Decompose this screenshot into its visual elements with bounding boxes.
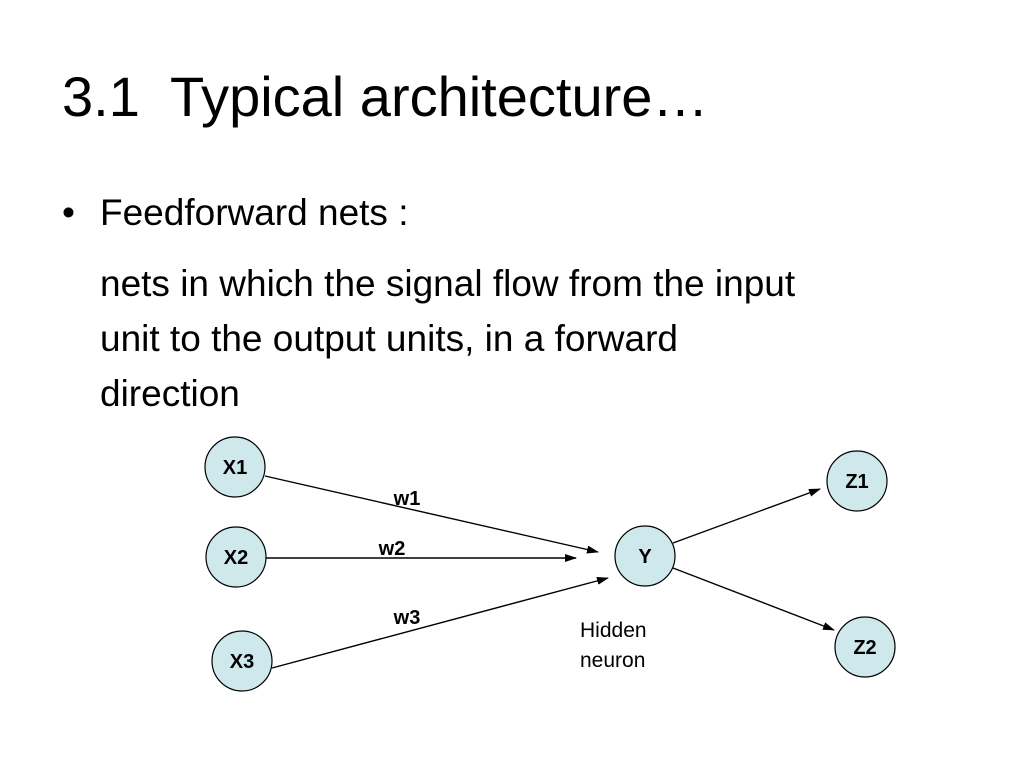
edge-y-z1	[672, 488, 821, 544]
node-z1-label: Z1	[845, 471, 868, 493]
weight-w2-label: w2	[378, 538, 406, 560]
hidden-neuron-caption-line-2: neuron	[580, 649, 646, 672]
bullet-dot: •	[62, 192, 75, 233]
body-line-2: unit to the output units, in a forward	[100, 318, 678, 359]
edge-y-z2	[672, 567, 835, 631]
node-x3: X3	[211, 630, 273, 692]
weight-w3-label: w3	[393, 607, 421, 629]
slide-title: 3.1 Typical architecture…	[62, 65, 709, 128]
node-x2-label: X2	[224, 547, 248, 569]
node-z1: Z1	[826, 450, 888, 512]
weight-w1-label: w1	[393, 488, 421, 510]
node-y: Y	[614, 525, 676, 587]
bullet-heading: Feedforward nets :	[100, 192, 409, 233]
edge-x3-y	[271, 576, 609, 669]
hidden-neuron-caption-line-1: Hidden	[580, 619, 647, 642]
edge-x1-y	[264, 475, 599, 554]
node-z2-label: Z2	[853, 637, 876, 659]
bullet-body: nets in which the signal flow from the i…	[100, 256, 980, 421]
body-line-1: nets in which the signal flow from the i…	[100, 263, 796, 304]
body-line-3: direction	[100, 373, 240, 414]
node-x1-label: X1	[223, 457, 247, 479]
node-x2: X2	[205, 526, 267, 588]
node-x3-label: X3	[230, 651, 254, 673]
node-x1: X1	[204, 436, 266, 498]
node-z2: Z2	[834, 616, 896, 678]
node-y-label: Y	[638, 546, 652, 568]
